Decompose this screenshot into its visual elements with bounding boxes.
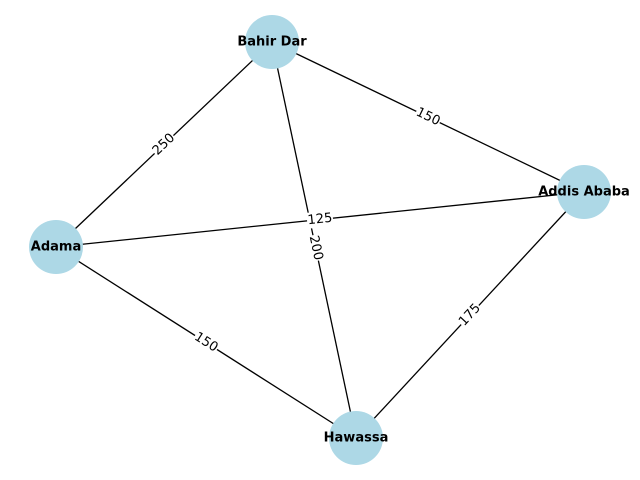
node-circle	[245, 15, 299, 69]
edge-label-bahir-dar-addis-ababa: 150	[412, 104, 444, 130]
edge-label-adama-addis-ababa: 125	[306, 210, 334, 229]
node-label: Bahir Dar	[237, 35, 307, 50]
node-adama: Adama	[29, 220, 83, 274]
edge-label-background	[149, 129, 179, 160]
edge-label-adama-hawassa: 150	[190, 328, 222, 357]
edge-label-background	[305, 233, 327, 263]
node-bahir-dar: Bahir Dar	[237, 15, 307, 69]
node-circle	[29, 220, 83, 274]
edge-label-bahir-dar-hawassa: 200	[305, 233, 327, 263]
edge-label-background	[190, 328, 222, 357]
edge-label-background	[455, 300, 485, 330]
edge-label-background	[412, 104, 444, 130]
node-label: Addis Ababa	[538, 185, 630, 200]
node-addis-ababa: Addis Ababa	[538, 165, 630, 219]
node-label: Hawassa	[324, 431, 389, 446]
edge-weight-label: 200	[306, 234, 326, 261]
node-circle	[329, 411, 383, 465]
node-label: Adama	[31, 240, 81, 255]
edge-weight-label: 125	[307, 211, 333, 228]
edge-label-background	[306, 210, 334, 229]
node-circle	[557, 165, 611, 219]
node-hawassa: Hawassa	[324, 411, 389, 465]
